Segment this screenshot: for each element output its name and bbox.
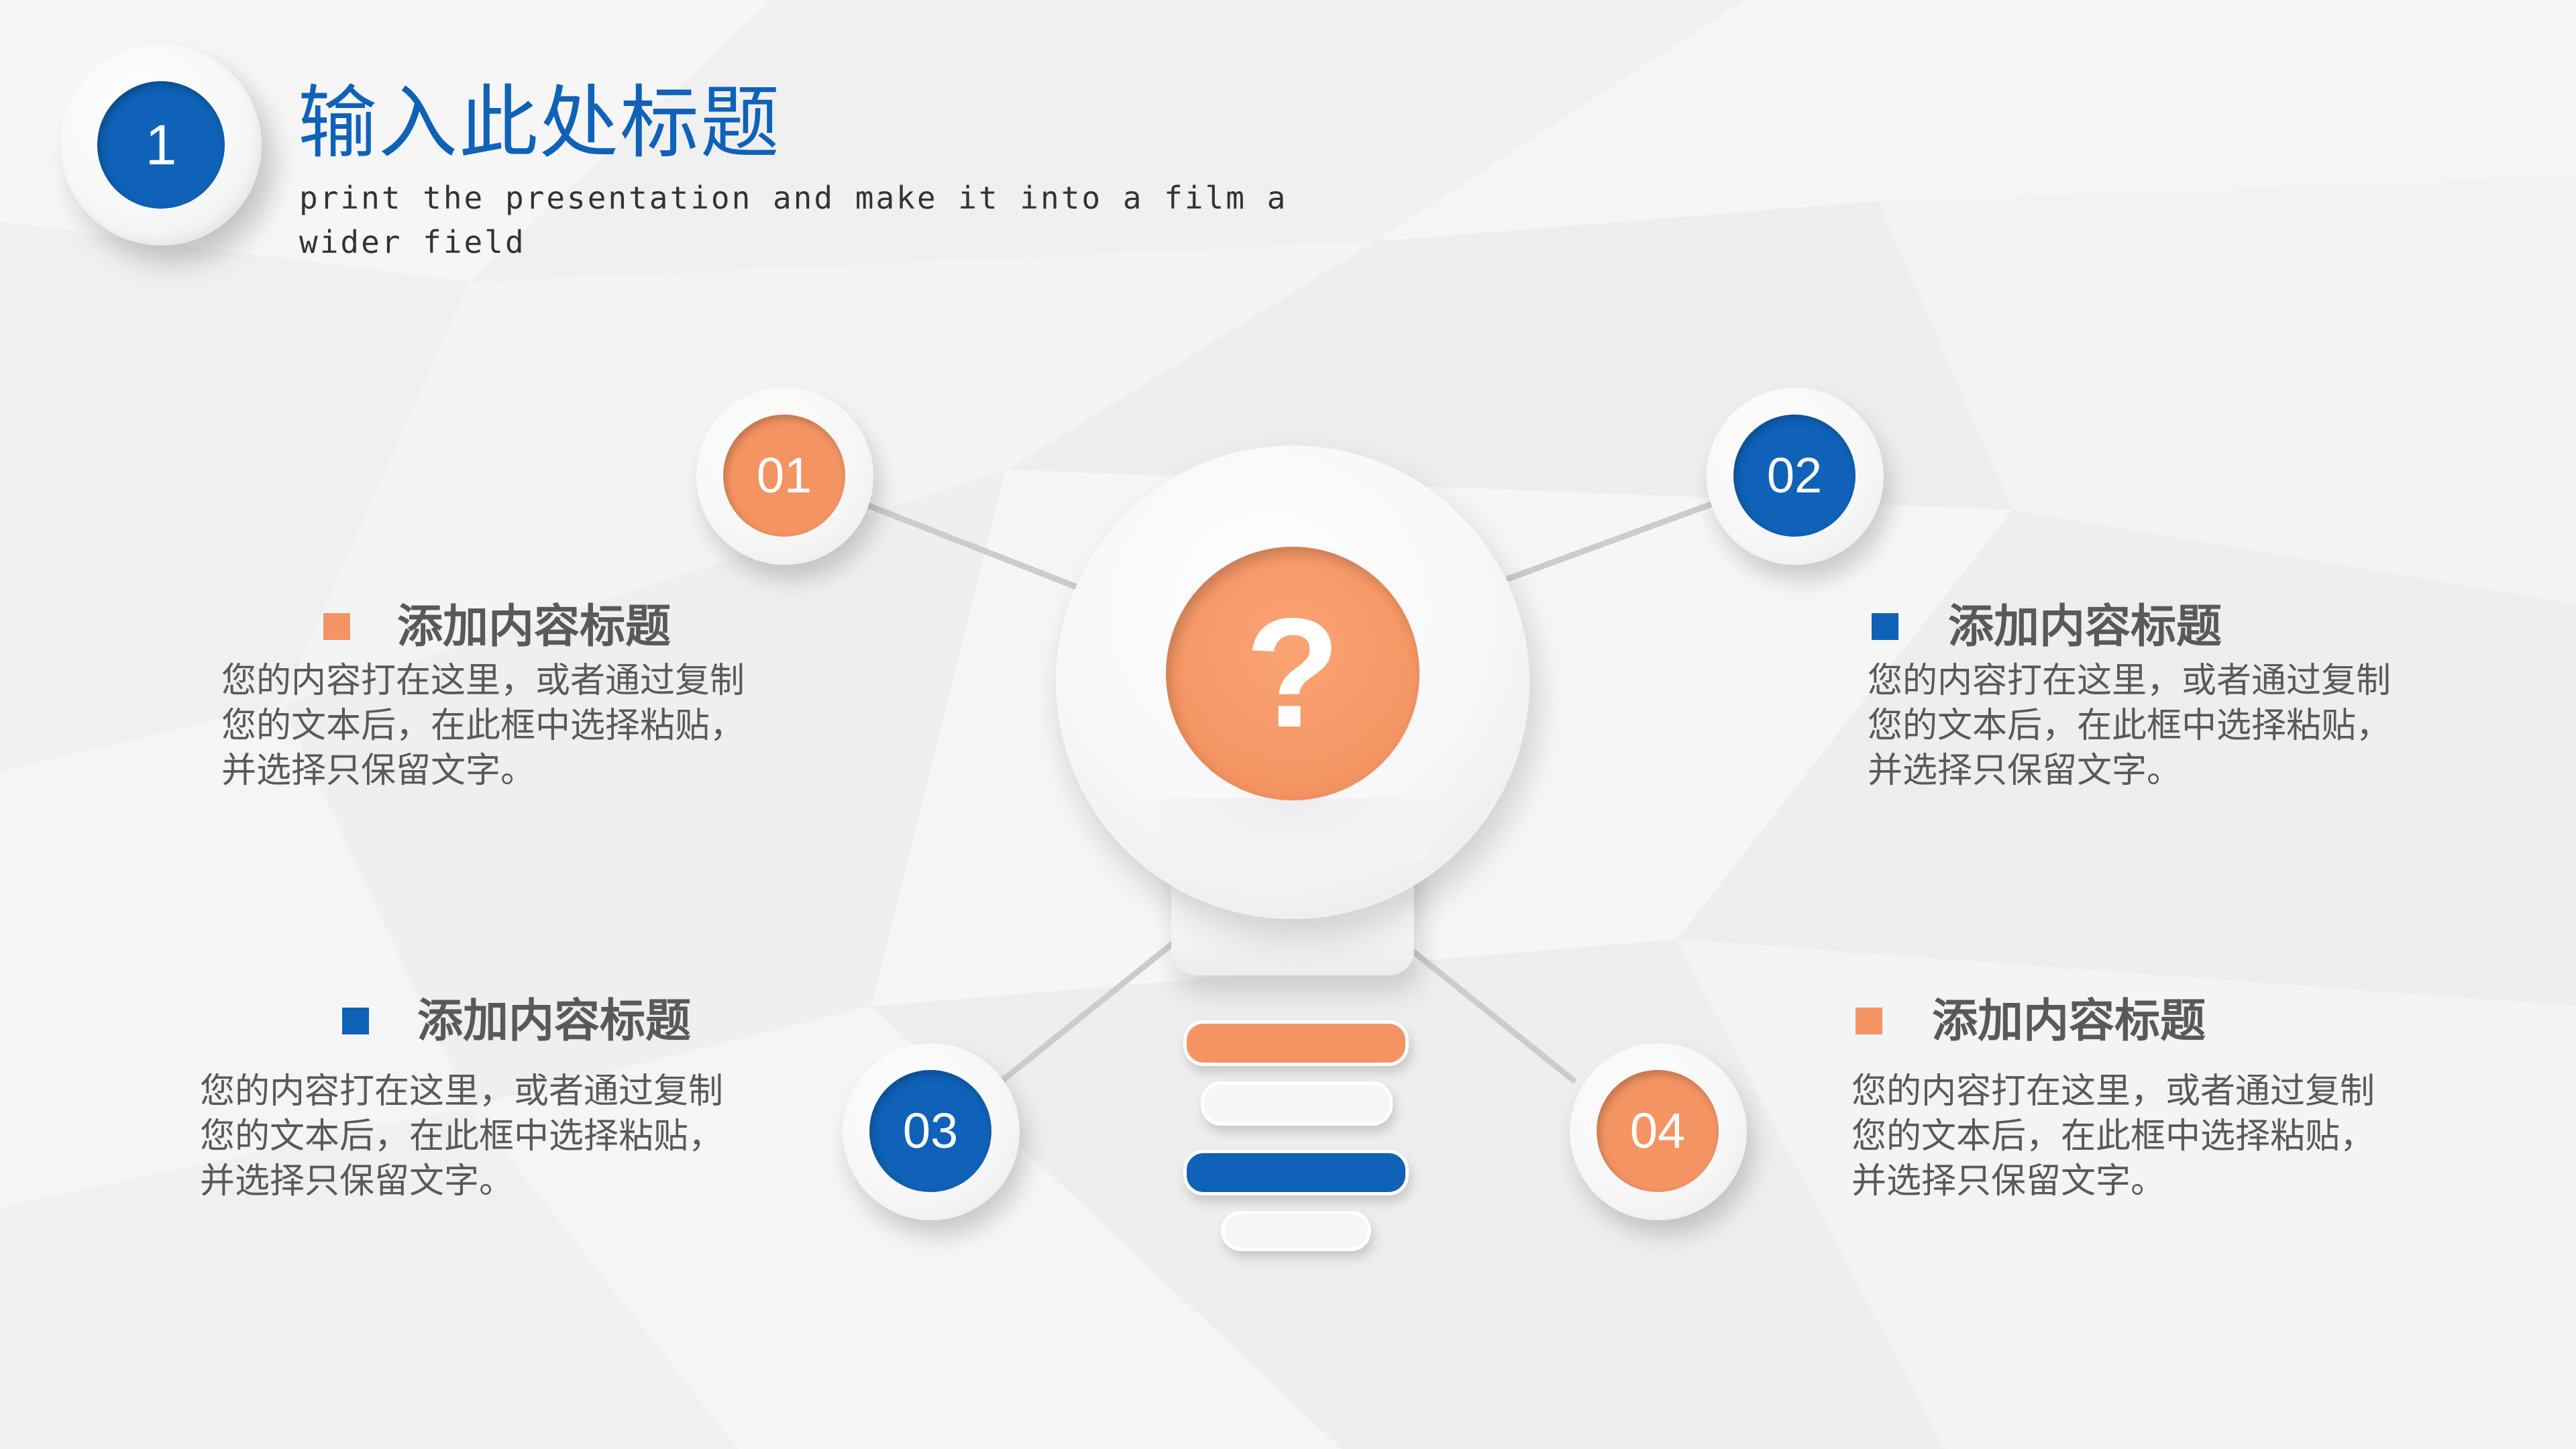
item-02-marker bbox=[1872, 613, 1898, 640]
bulb-neck-joint bbox=[1154, 798, 1432, 865]
bulb-base-stripe-orange bbox=[1183, 1020, 1409, 1066]
item-01-heading: 添加内容标题 bbox=[397, 600, 672, 653]
item-03-body: 您的内容打在这里，或者通过复制您的文本后，在此框中选择粘贴，并选择只保留文字。 bbox=[200, 1071, 724, 1201]
connector-line-04 bbox=[1399, 939, 1576, 1083]
item-02-body: 您的内容打在这里，或者通过复制您的文本后，在此框中选择粘贴，并选择只保留文字。 bbox=[1868, 661, 2392, 791]
question-mark-icon: ? bbox=[1166, 547, 1419, 800]
item-03-heading: 添加内容标题 bbox=[417, 995, 692, 1048]
item-04-marker bbox=[1856, 1008, 1882, 1034]
item-01-marker bbox=[323, 613, 350, 640]
bulb-base-stripe-blue bbox=[1183, 1150, 1409, 1195]
item-03-number: 03 bbox=[869, 1070, 991, 1192]
connector-line-01 bbox=[862, 501, 1080, 590]
bulb-base-stripe-white bbox=[1201, 1081, 1393, 1126]
section-number: 1 bbox=[97, 81, 225, 209]
item-03-marker bbox=[342, 1008, 369, 1034]
connector-line-03 bbox=[1000, 939, 1177, 1083]
item-01-number: 01 bbox=[723, 415, 845, 537]
item-01-body: 您的内容打在这里，或者通过复制您的文本后，在此框中选择粘贴，并选择只保留文字。 bbox=[221, 661, 745, 791]
bulb-base-stripe-white-bottom bbox=[1221, 1211, 1371, 1251]
item-04-number: 04 bbox=[1597, 1070, 1719, 1192]
item-02-heading: 添加内容标题 bbox=[1948, 600, 2222, 653]
page-subtitle: print the presentation and make it into … bbox=[299, 180, 1288, 260]
item-04-body: 您的内容打在这里，或者通过复制您的文本后，在此框中选择粘贴，并选择只保留文字。 bbox=[1851, 1071, 2375, 1201]
page-title: 输入此处标题 bbox=[298, 76, 782, 169]
item-04-heading: 添加内容标题 bbox=[1932, 995, 2206, 1048]
connector-line-02 bbox=[1506, 501, 1714, 582]
item-02-number: 02 bbox=[1733, 415, 1856, 537]
